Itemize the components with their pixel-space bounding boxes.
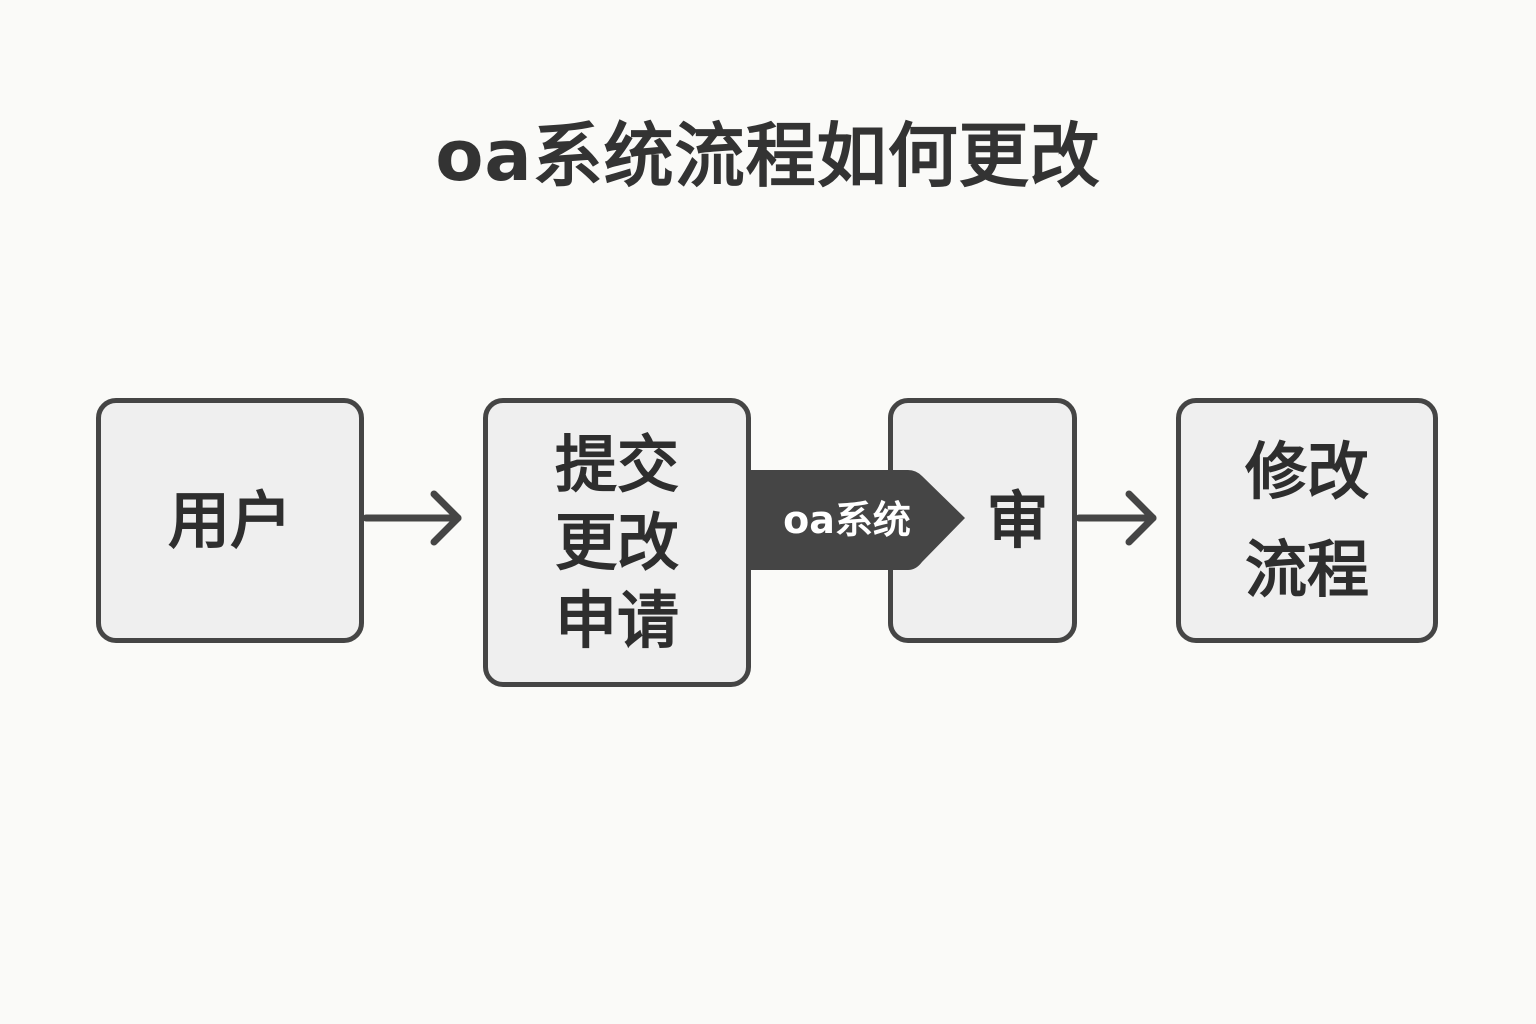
node-label: 流程 [1244,532,1369,606]
arrow-user-to-submit [362,490,462,546]
node-label: 审 [986,483,1049,557]
node-label: 申请 [554,583,679,657]
node-label: 更改 [554,505,679,579]
arrow-review-to-modify [1075,490,1157,546]
node-modify-process: 修改 流程 [1176,398,1438,643]
node-user: 用户 [96,398,364,643]
node-label: 用户 [167,483,292,557]
node-label: 修改 [1244,434,1369,508]
node-submit-change-request: 提交 更改 申请 [483,398,751,687]
node-label: 提交 [554,427,679,501]
connector-label: oa系统 [783,498,911,542]
diagram-title: oa系统流程如何更改 [435,115,1101,197]
